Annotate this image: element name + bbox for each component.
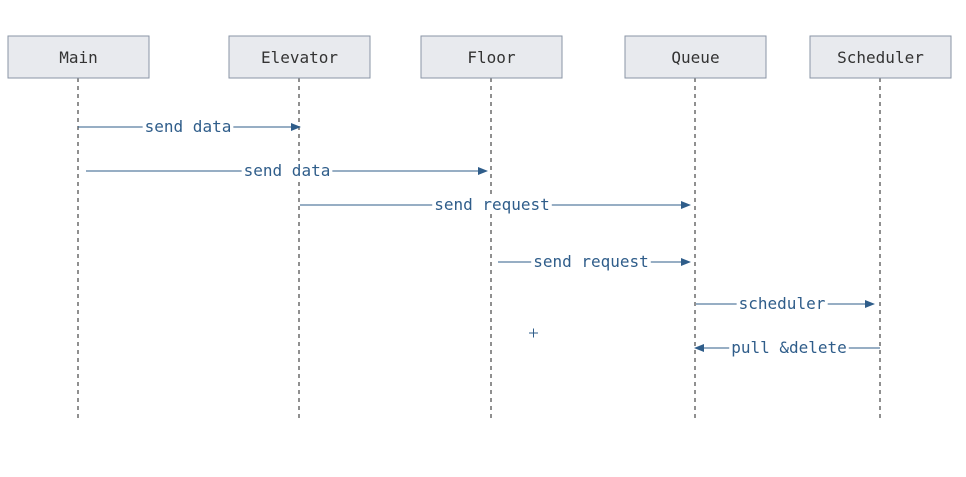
message-label-bg bbox=[142, 117, 234, 136]
message-label: send data bbox=[244, 161, 331, 180]
participant-label: Queue bbox=[671, 48, 719, 67]
participant-label: Elevator bbox=[261, 48, 338, 67]
participant-box bbox=[420, 35, 563, 79]
message-label: scheduler bbox=[739, 294, 826, 313]
participant-queue[interactable]: Queue bbox=[624, 35, 767, 79]
participant-box bbox=[228, 35, 371, 79]
message-arrow: send request bbox=[300, 195, 691, 214]
message-arrow: send request bbox=[498, 252, 691, 271]
participant-label: Scheduler bbox=[837, 48, 924, 67]
participant-label: Main bbox=[59, 48, 98, 67]
participant-elevator[interactable]: Elevator bbox=[228, 35, 371, 79]
message-arrow: send data bbox=[78, 117, 301, 136]
message-label-bg bbox=[241, 161, 333, 180]
participant-floor[interactable]: Floor bbox=[420, 35, 563, 79]
message-label: send request bbox=[533, 252, 649, 271]
plus-marker-icon bbox=[529, 328, 538, 338]
message-label-bg bbox=[531, 252, 651, 271]
participant-box bbox=[809, 35, 952, 79]
message-label-bg bbox=[729, 338, 849, 357]
participant-label: Floor bbox=[467, 48, 516, 67]
participant-main[interactable]: Main bbox=[7, 35, 150, 79]
message-arrow: send data bbox=[86, 161, 488, 180]
message-label-bg bbox=[736, 294, 828, 313]
participant-box bbox=[7, 35, 150, 79]
message-label: pull &delete bbox=[731, 338, 847, 357]
message-label: send data bbox=[145, 117, 232, 136]
message-label: send request bbox=[434, 195, 550, 214]
message-arrow: pull &delete bbox=[694, 338, 880, 357]
message-label-bg bbox=[432, 195, 552, 214]
participant-scheduler[interactable]: Scheduler bbox=[809, 35, 952, 79]
message-arrow: scheduler bbox=[696, 294, 875, 313]
participant-box bbox=[624, 35, 767, 79]
